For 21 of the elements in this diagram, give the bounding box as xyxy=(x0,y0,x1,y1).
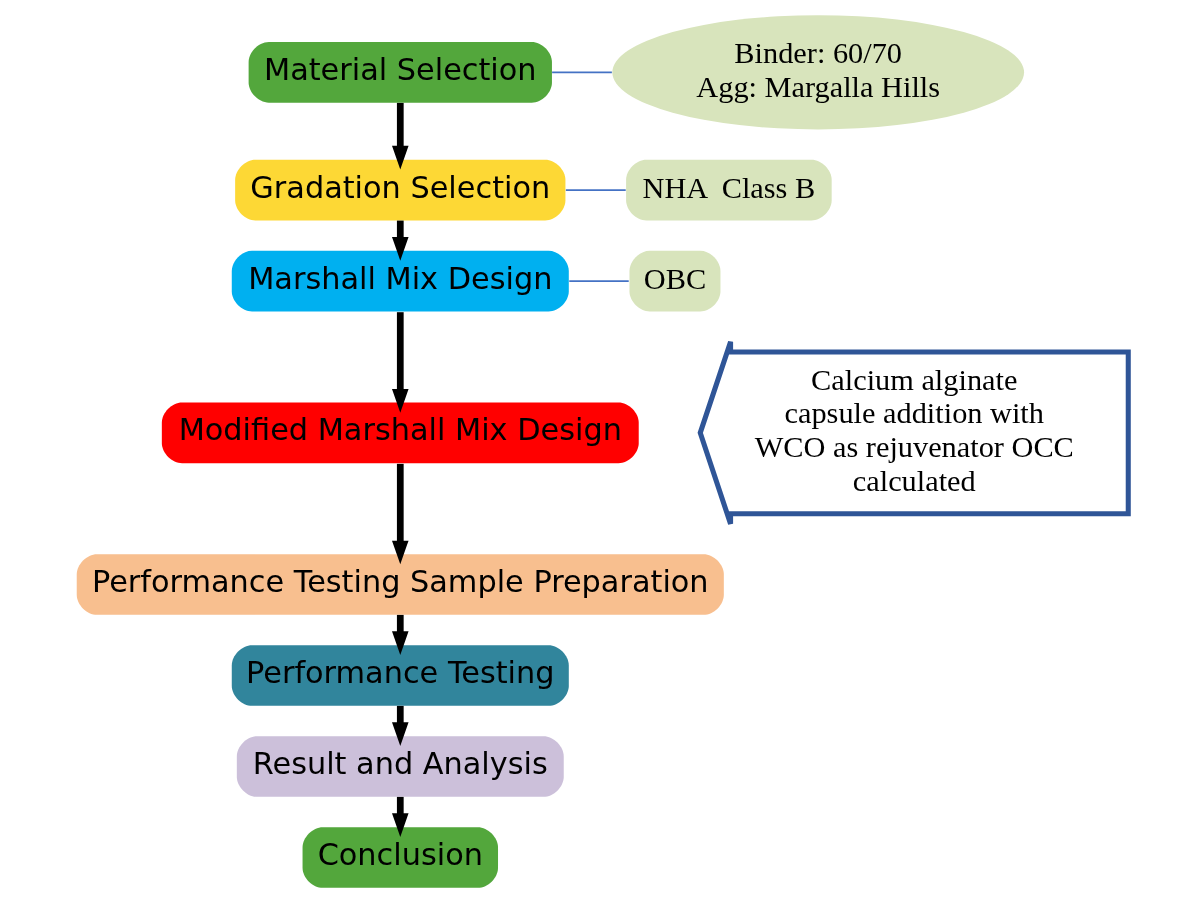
node-box: Material Selection xyxy=(248,42,552,103)
arrow xyxy=(391,220,409,261)
arrow xyxy=(391,102,409,170)
node-box: Modified Marshall Mix Design xyxy=(161,402,639,464)
node-box: NHA Class B xyxy=(625,159,832,221)
arrow xyxy=(391,463,409,565)
arrow xyxy=(391,796,409,837)
node-box: Marshall Mix Design xyxy=(231,250,569,312)
arrow xyxy=(391,705,409,746)
connector xyxy=(564,189,627,192)
node-box: Performance Testing xyxy=(231,645,569,706)
node-box: Performance Testing Sample Preparation xyxy=(76,554,724,615)
node-ellipse: Binder: 60/70 Agg: Margalla Hills xyxy=(611,15,1024,130)
node-box: Gradation Selection xyxy=(234,159,565,221)
node-box: OBC xyxy=(628,250,720,312)
connector xyxy=(550,71,613,74)
node-box: Conclusion xyxy=(302,827,498,888)
connector xyxy=(567,280,630,283)
arrow xyxy=(391,312,409,413)
arrow xyxy=(391,614,409,655)
node-box: Result and Analysis xyxy=(236,736,564,797)
